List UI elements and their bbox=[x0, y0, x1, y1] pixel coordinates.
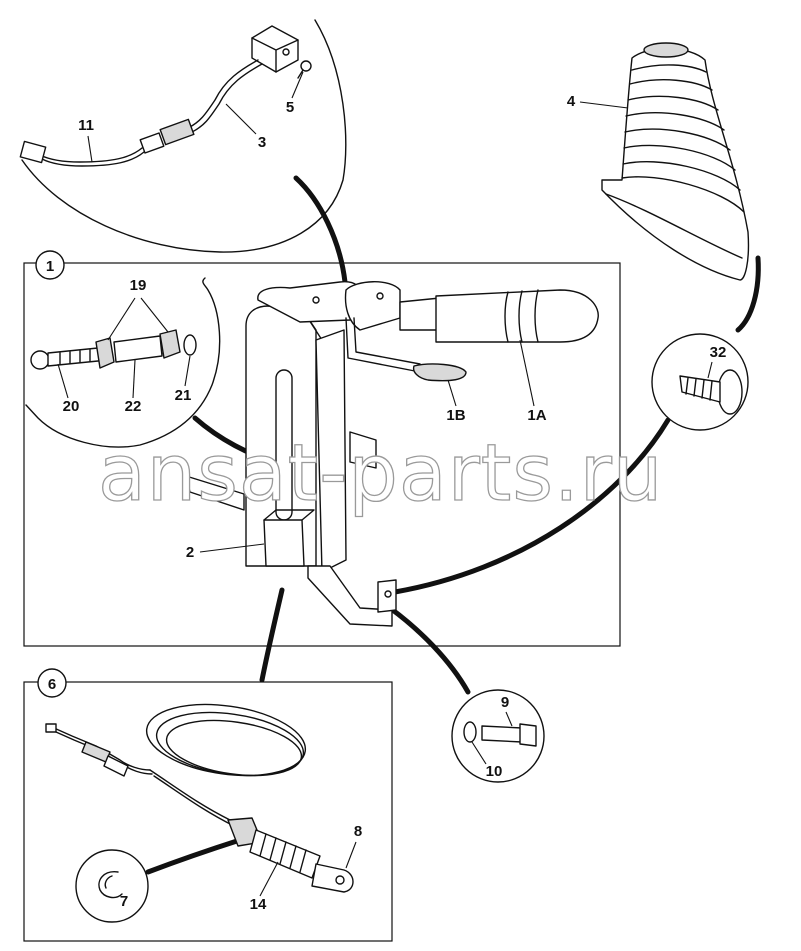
callout-7: 7 bbox=[120, 893, 128, 910]
callout-2: 2 bbox=[186, 543, 265, 561]
svg-text:20: 20 bbox=[63, 398, 80, 415]
svg-text:7: 7 bbox=[120, 893, 128, 910]
main-panel-badge: 1 bbox=[35, 250, 65, 280]
callout-5: 5 bbox=[286, 71, 304, 116]
link-screw-to-bracket bbox=[392, 417, 671, 595]
svg-text:10: 10 bbox=[486, 763, 503, 780]
link-boot-to-screw bbox=[735, 255, 761, 333]
callout-10: 10 bbox=[471, 741, 503, 780]
lever-boot bbox=[601, 42, 750, 281]
main-assembly-frame bbox=[23, 262, 621, 647]
bolt-washer-detail-circle bbox=[451, 689, 545, 783]
lever-assembly bbox=[185, 281, 599, 627]
callout-3: 3 bbox=[225, 103, 266, 151]
svg-text:2: 2 bbox=[186, 544, 194, 561]
svg-text:6: 6 bbox=[48, 676, 56, 693]
callout-21: 21 bbox=[175, 355, 192, 404]
wiring-detail-circle bbox=[19, 19, 347, 253]
link-bracket-to-bolt bbox=[387, 605, 471, 695]
callout-1B: 1B bbox=[446, 379, 466, 424]
link-wiring-detail bbox=[293, 175, 348, 285]
cable-panel-frame bbox=[23, 681, 393, 942]
callout-19: 19 bbox=[107, 277, 169, 341]
svg-text:1: 1 bbox=[46, 258, 54, 275]
link-clip-detail bbox=[145, 837, 243, 875]
screw-detail-circle bbox=[651, 333, 749, 431]
callout-20: 20 bbox=[57, 363, 80, 415]
svg-text:32: 32 bbox=[710, 344, 727, 361]
svg-text:8: 8 bbox=[354, 823, 362, 840]
svg-text:11: 11 bbox=[78, 117, 94, 134]
cable-assembly bbox=[45, 703, 354, 893]
svg-text:19: 19 bbox=[130, 277, 147, 294]
watermark: ansat-parts.ru bbox=[98, 429, 663, 519]
svg-text:22: 22 bbox=[125, 398, 142, 415]
svg-text:5: 5 bbox=[286, 99, 294, 116]
svg-text:21: 21 bbox=[175, 387, 192, 404]
callout-14: 14 bbox=[250, 861, 279, 913]
svg-text:1B: 1B bbox=[446, 407, 465, 424]
callout-1A: 1A bbox=[519, 339, 547, 424]
link-cable-detail bbox=[259, 587, 285, 683]
svg-text:9: 9 bbox=[501, 694, 509, 711]
callout-9: 9 bbox=[501, 694, 513, 727]
callout-11: 11 bbox=[78, 117, 94, 163]
callout-4: 4 bbox=[567, 93, 629, 110]
callout-32: 32 bbox=[707, 344, 727, 379]
svg-text:3: 3 bbox=[258, 134, 266, 151]
cable-panel-badge: 6 bbox=[37, 668, 67, 698]
callout-22: 22 bbox=[125, 359, 142, 415]
callout-8: 8 bbox=[345, 823, 362, 869]
bolt-detail-circle bbox=[25, 277, 221, 448]
clip-detail-circle bbox=[75, 849, 149, 923]
svg-text:14: 14 bbox=[250, 896, 267, 913]
svg-text:4: 4 bbox=[567, 93, 576, 110]
svg-text:1A: 1A bbox=[527, 407, 546, 424]
